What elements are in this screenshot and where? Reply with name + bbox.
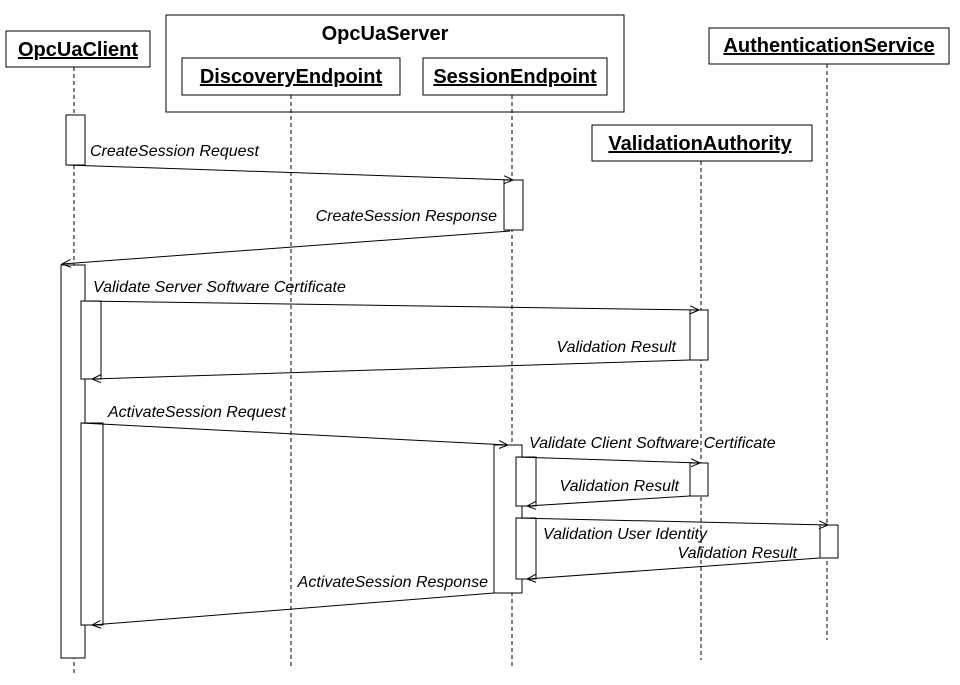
message-activate-response-label: ActivateSession Response — [297, 574, 488, 591]
message-create-request-label: CreateSession Request — [90, 143, 260, 160]
participant-box-auth — [708, 27, 950, 65]
participant-discovery: DiscoveryEndpoint — [200, 66, 383, 88]
activation-session-3 — [515, 517, 537, 580]
participant-box-validation — [591, 124, 813, 162]
message-validate-server-cert-label: Validate Server Software Certificate — [93, 279, 346, 296]
participant-box-discovery — [181, 57, 401, 96]
activation-client-1 — [65, 114, 86, 166]
server-group-title: OpcUaServer — [322, 23, 449, 45]
participant-session: SessionEndpoint — [433, 66, 597, 88]
message-validate-server-cert-arrow — [80, 300, 699, 310]
message-validate-client-cert-arrow — [515, 456, 700, 463]
activation-validation-2 — [689, 462, 709, 497]
activation-session-2 — [515, 456, 537, 507]
message-validation-result-2-label: Validation Result — [560, 478, 680, 495]
message-validate-user-identity-arrow — [515, 517, 828, 525]
message-validation-result-3-arrow — [527, 557, 821, 579]
message-create-response-arrow — [62, 230, 511, 264]
message-validate-user-identity-label: Validation User Identity — [543, 526, 708, 543]
activation-client-2 — [80, 300, 102, 380]
participant-validation: ValidationAuthority — [608, 133, 792, 155]
message-validation-result-2-arrow — [527, 495, 691, 506]
message-validation-result-3-label: Validation Result — [678, 545, 798, 562]
activation-auth-1 — [819, 524, 839, 559]
activation-session-1 — [503, 179, 524, 231]
message-create-response-label: CreateSession Response — [316, 208, 498, 225]
participant-auth: AuthenticationService — [723, 35, 934, 57]
message-validation-result-1-arrow — [92, 359, 691, 379]
message-validate-client-cert-label: Validate Client Software Certificate — [529, 435, 776, 452]
message-create-request-arrow — [65, 164, 513, 180]
message-activate-response-arrow — [92, 592, 495, 625]
participant-box-session — [422, 57, 608, 96]
activation-validation-1 — [689, 309, 709, 361]
participant-box-client — [5, 30, 151, 68]
message-activate-request-label: ActivateSession Request — [107, 404, 286, 421]
message-validation-result-1-label: Validation Result — [557, 339, 677, 356]
activation-client-3 — [80, 422, 104, 626]
message-activate-request-arrow — [80, 422, 508, 445]
participant-client: OpcUaClient — [18, 39, 138, 61]
